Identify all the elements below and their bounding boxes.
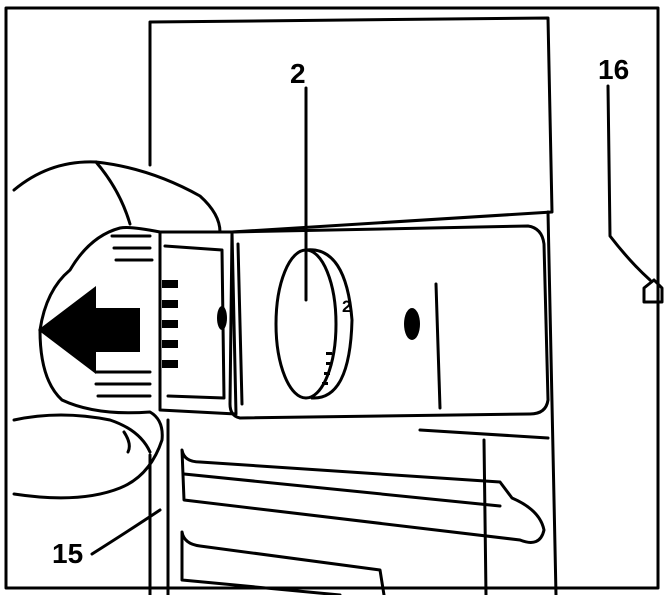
lamp-cover-seam bbox=[434, 282, 442, 410]
shelf-upper-edge bbox=[182, 472, 502, 508]
lamp-cover bbox=[228, 224, 550, 420]
direction-arrow bbox=[38, 286, 140, 374]
hand-finger bbox=[94, 160, 132, 226]
shelf-lower bbox=[180, 530, 386, 595]
shelf-support bbox=[418, 428, 550, 595]
cover-screw bbox=[404, 308, 420, 340]
shelf-upper bbox=[180, 448, 546, 544]
left-wall bbox=[148, 418, 170, 595]
cabinet-panel bbox=[148, 16, 554, 234]
cabinet-right-wall bbox=[546, 210, 558, 595]
door-switch bbox=[642, 278, 664, 304]
leader-line-16 bbox=[606, 84, 652, 282]
callout-label-2: 2 bbox=[290, 58, 306, 89]
hand-nail bbox=[122, 430, 131, 454]
dial-ticks bbox=[322, 352, 332, 385]
cap-screw bbox=[217, 306, 227, 330]
cap-slots bbox=[162, 280, 178, 368]
hand-thumb bbox=[12, 413, 152, 454]
callout-label-16: 16 bbox=[598, 54, 630, 85]
callout-label-15: 15 bbox=[52, 538, 84, 569]
dial-marking-label: 2 bbox=[342, 297, 352, 316]
hand-outline bbox=[12, 160, 222, 500]
leader-line-15 bbox=[90, 508, 162, 556]
lamp-cover-inner-edge bbox=[236, 242, 244, 406]
cap-grip-ribs bbox=[94, 234, 154, 398]
outer-frame bbox=[4, 6, 660, 590]
thermostat-dial-rim bbox=[304, 248, 354, 400]
